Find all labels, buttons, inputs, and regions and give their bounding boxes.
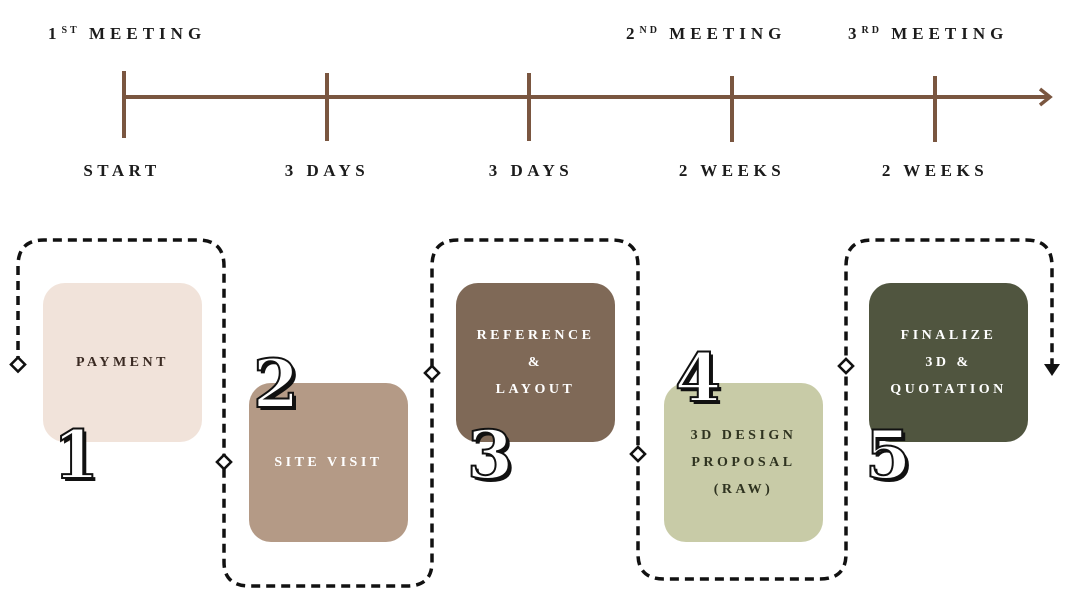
step-number-2: 2	[252, 345, 300, 423]
timeline-arrowhead	[1038, 87, 1053, 107]
step-number-1: 1	[52, 416, 100, 494]
timeline-axis	[122, 71, 1053, 142]
connector-arrowhead	[1044, 364, 1060, 376]
connector-diamond-4	[629, 445, 647, 463]
duration-label-5: 2 WEEKS	[881, 161, 989, 180]
meeting-label-2: 2ND MEETING	[626, 24, 787, 43]
duration-label-4: 2 WEEKS	[678, 161, 786, 180]
connector-diamond-5	[837, 357, 855, 375]
meeting-label-1: 1ST MEETING	[48, 24, 207, 43]
meeting-label-3: 3RD MEETING	[848, 24, 1009, 43]
connector-diamond-2	[215, 453, 233, 471]
duration-label-2: 3 DAYS	[284, 161, 370, 180]
connector-diamond-3	[423, 364, 441, 382]
duration-label-3: 3 DAYS	[488, 161, 574, 180]
connector-diamond-1	[9, 355, 27, 374]
step-number-3: 3	[466, 416, 514, 494]
step-number-5: 5	[864, 416, 912, 494]
step-number-4: 4	[674, 339, 722, 417]
duration-label-1: START	[83, 161, 161, 180]
